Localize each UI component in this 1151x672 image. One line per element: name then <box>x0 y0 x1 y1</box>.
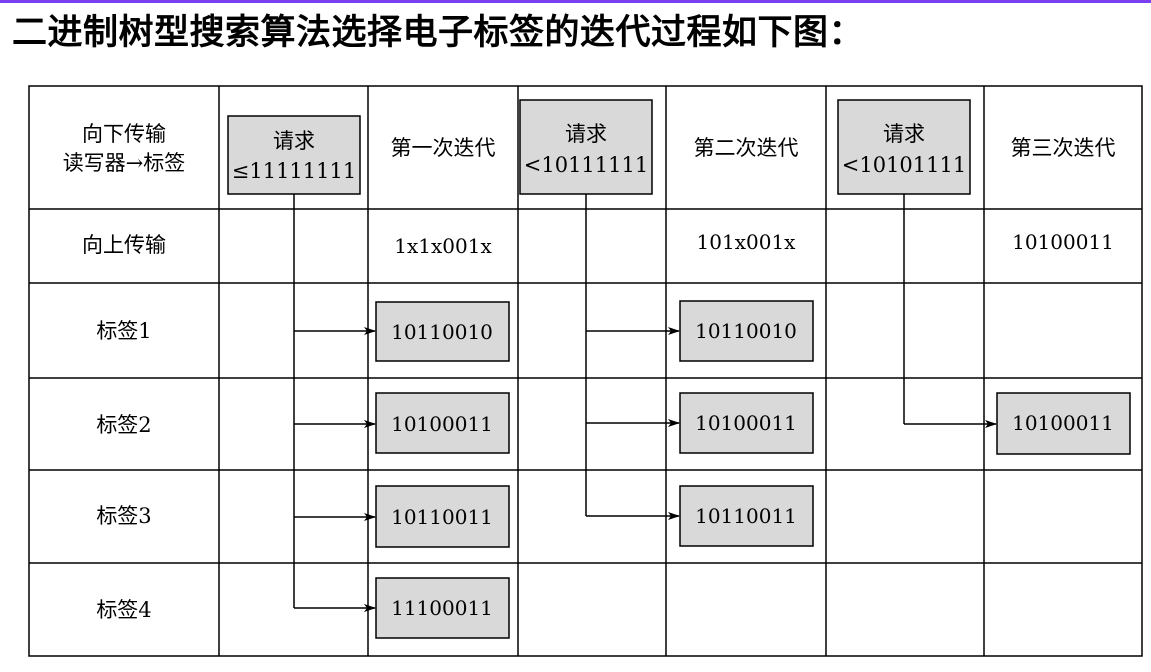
request-box-2 <box>519 99 653 195</box>
request-3-label: 请求 <box>883 122 925 146</box>
response-box-i3-tag2 <box>996 392 1131 455</box>
top-accent-line <box>0 0 1151 3</box>
request-1-condition: ≤11111111 <box>232 159 356 183</box>
connectors <box>293 194 997 612</box>
response-box-i1-tag1 <box>375 301 510 362</box>
row-header-tag-2: 标签2 <box>96 413 151 437</box>
response-box-i1-tag3 <box>375 485 510 548</box>
response-box-i2-tag1 <box>679 300 814 362</box>
row-header-downlink-sub: 读写器→标签 <box>63 151 186 175</box>
response-i1-tag4: 11100011 <box>391 596 493 620</box>
response-i1-tag2: 10100011 <box>391 412 493 436</box>
iteration-3-uplink: 10100011 <box>1012 230 1114 254</box>
request-3-condition: <10101111 <box>842 153 966 177</box>
iteration-1-uplink: 1x1x001x <box>394 234 492 258</box>
request-box-1 <box>227 115 361 195</box>
response-i1-tag1: 10110010 <box>391 320 493 344</box>
request-2-condition: <10111111 <box>524 153 648 177</box>
request-1-label: 请求 <box>273 129 315 153</box>
response-i3-tag2: 10100011 <box>1012 411 1114 435</box>
page-title: 二进制树型搜索算法选择电子标签的迭代过程如下图： <box>12 13 865 53</box>
table-border <box>28 85 1143 657</box>
response-i2-tag1: 10110010 <box>695 319 797 343</box>
response-box-i2-tag2 <box>679 392 814 454</box>
response-i2-tag3: 10110011 <box>695 504 797 528</box>
iteration-1-label: 第一次迭代 <box>391 136 496 160</box>
request-box-3 <box>837 99 971 195</box>
request-2-label: 请求 <box>565 122 607 146</box>
response-box-i1-tag4 <box>375 577 510 639</box>
response-i2-tag2: 10100011 <box>695 411 797 435</box>
row-header-tag-4: 标签4 <box>96 598 151 622</box>
row-header-tag-1: 标签1 <box>96 319 151 343</box>
response-box-i2-tag3 <box>679 485 814 547</box>
row-header-downlink: 向下传输 <box>82 122 166 146</box>
row-header-uplink: 向上传输 <box>82 233 166 257</box>
response-box-i1-tag2 <box>375 392 510 454</box>
iteration-2-uplink: 101x001x <box>697 230 797 254</box>
row-header-tag-3: 标签3 <box>96 504 151 528</box>
iteration-3-label: 第三次迭代 <box>1011 136 1116 160</box>
response-i1-tag3: 10110011 <box>391 505 493 529</box>
iteration-2-label: 第二次迭代 <box>694 136 799 160</box>
